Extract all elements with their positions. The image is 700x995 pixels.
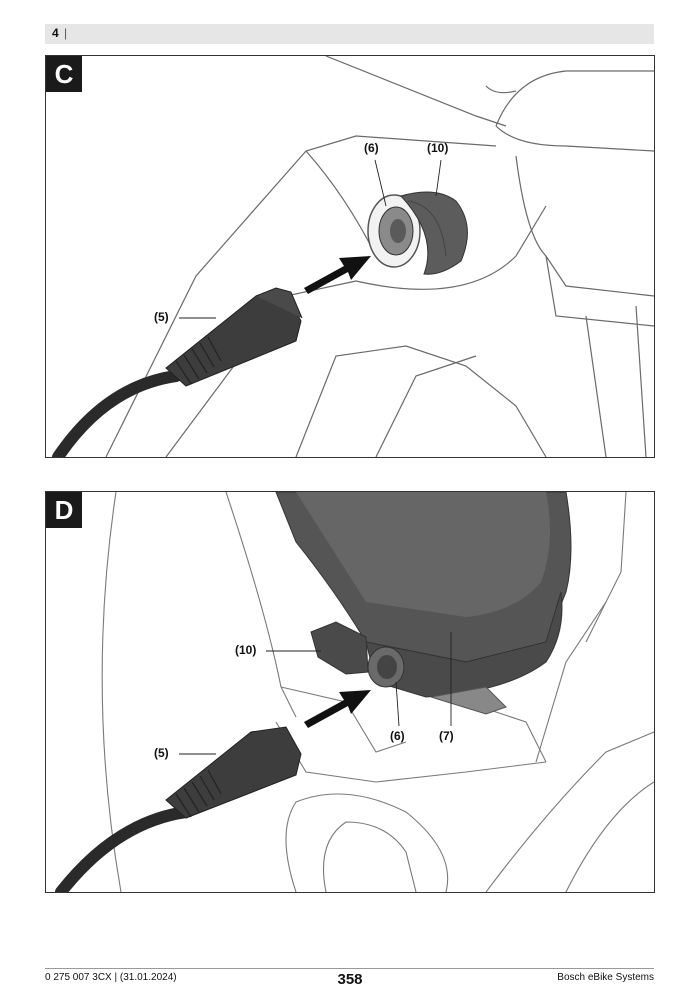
callout-c-10: (10) [427, 141, 449, 155]
callout-d-10: (10) [235, 643, 257, 657]
illustration-charger-connection-d [55, 492, 654, 892]
figure-c: C [45, 55, 655, 458]
footer-brand: Bosch eBike Systems [557, 972, 654, 983]
callout-d-5: (5) [154, 746, 169, 760]
illustration-charger-connection-c [52, 56, 654, 457]
figure-d: D [45, 491, 655, 893]
header-page-number: 4 [52, 26, 59, 40]
footer-rule [45, 968, 654, 969]
page-header: 4 | [45, 24, 654, 44]
figure-letter-c: C [46, 56, 82, 92]
figure-letter-d: D [46, 492, 82, 528]
callout-d-6: (6) [390, 729, 405, 743]
callout-c-6: (6) [364, 141, 379, 155]
header-separator: | [64, 26, 68, 40]
callout-d-7: (7) [439, 729, 454, 743]
footer-page-number: 358 [337, 971, 363, 988]
callout-c-5: (5) [154, 310, 169, 324]
footer-doc-id: 0 275 007 3CX | (31.01.2024) [45, 972, 177, 983]
